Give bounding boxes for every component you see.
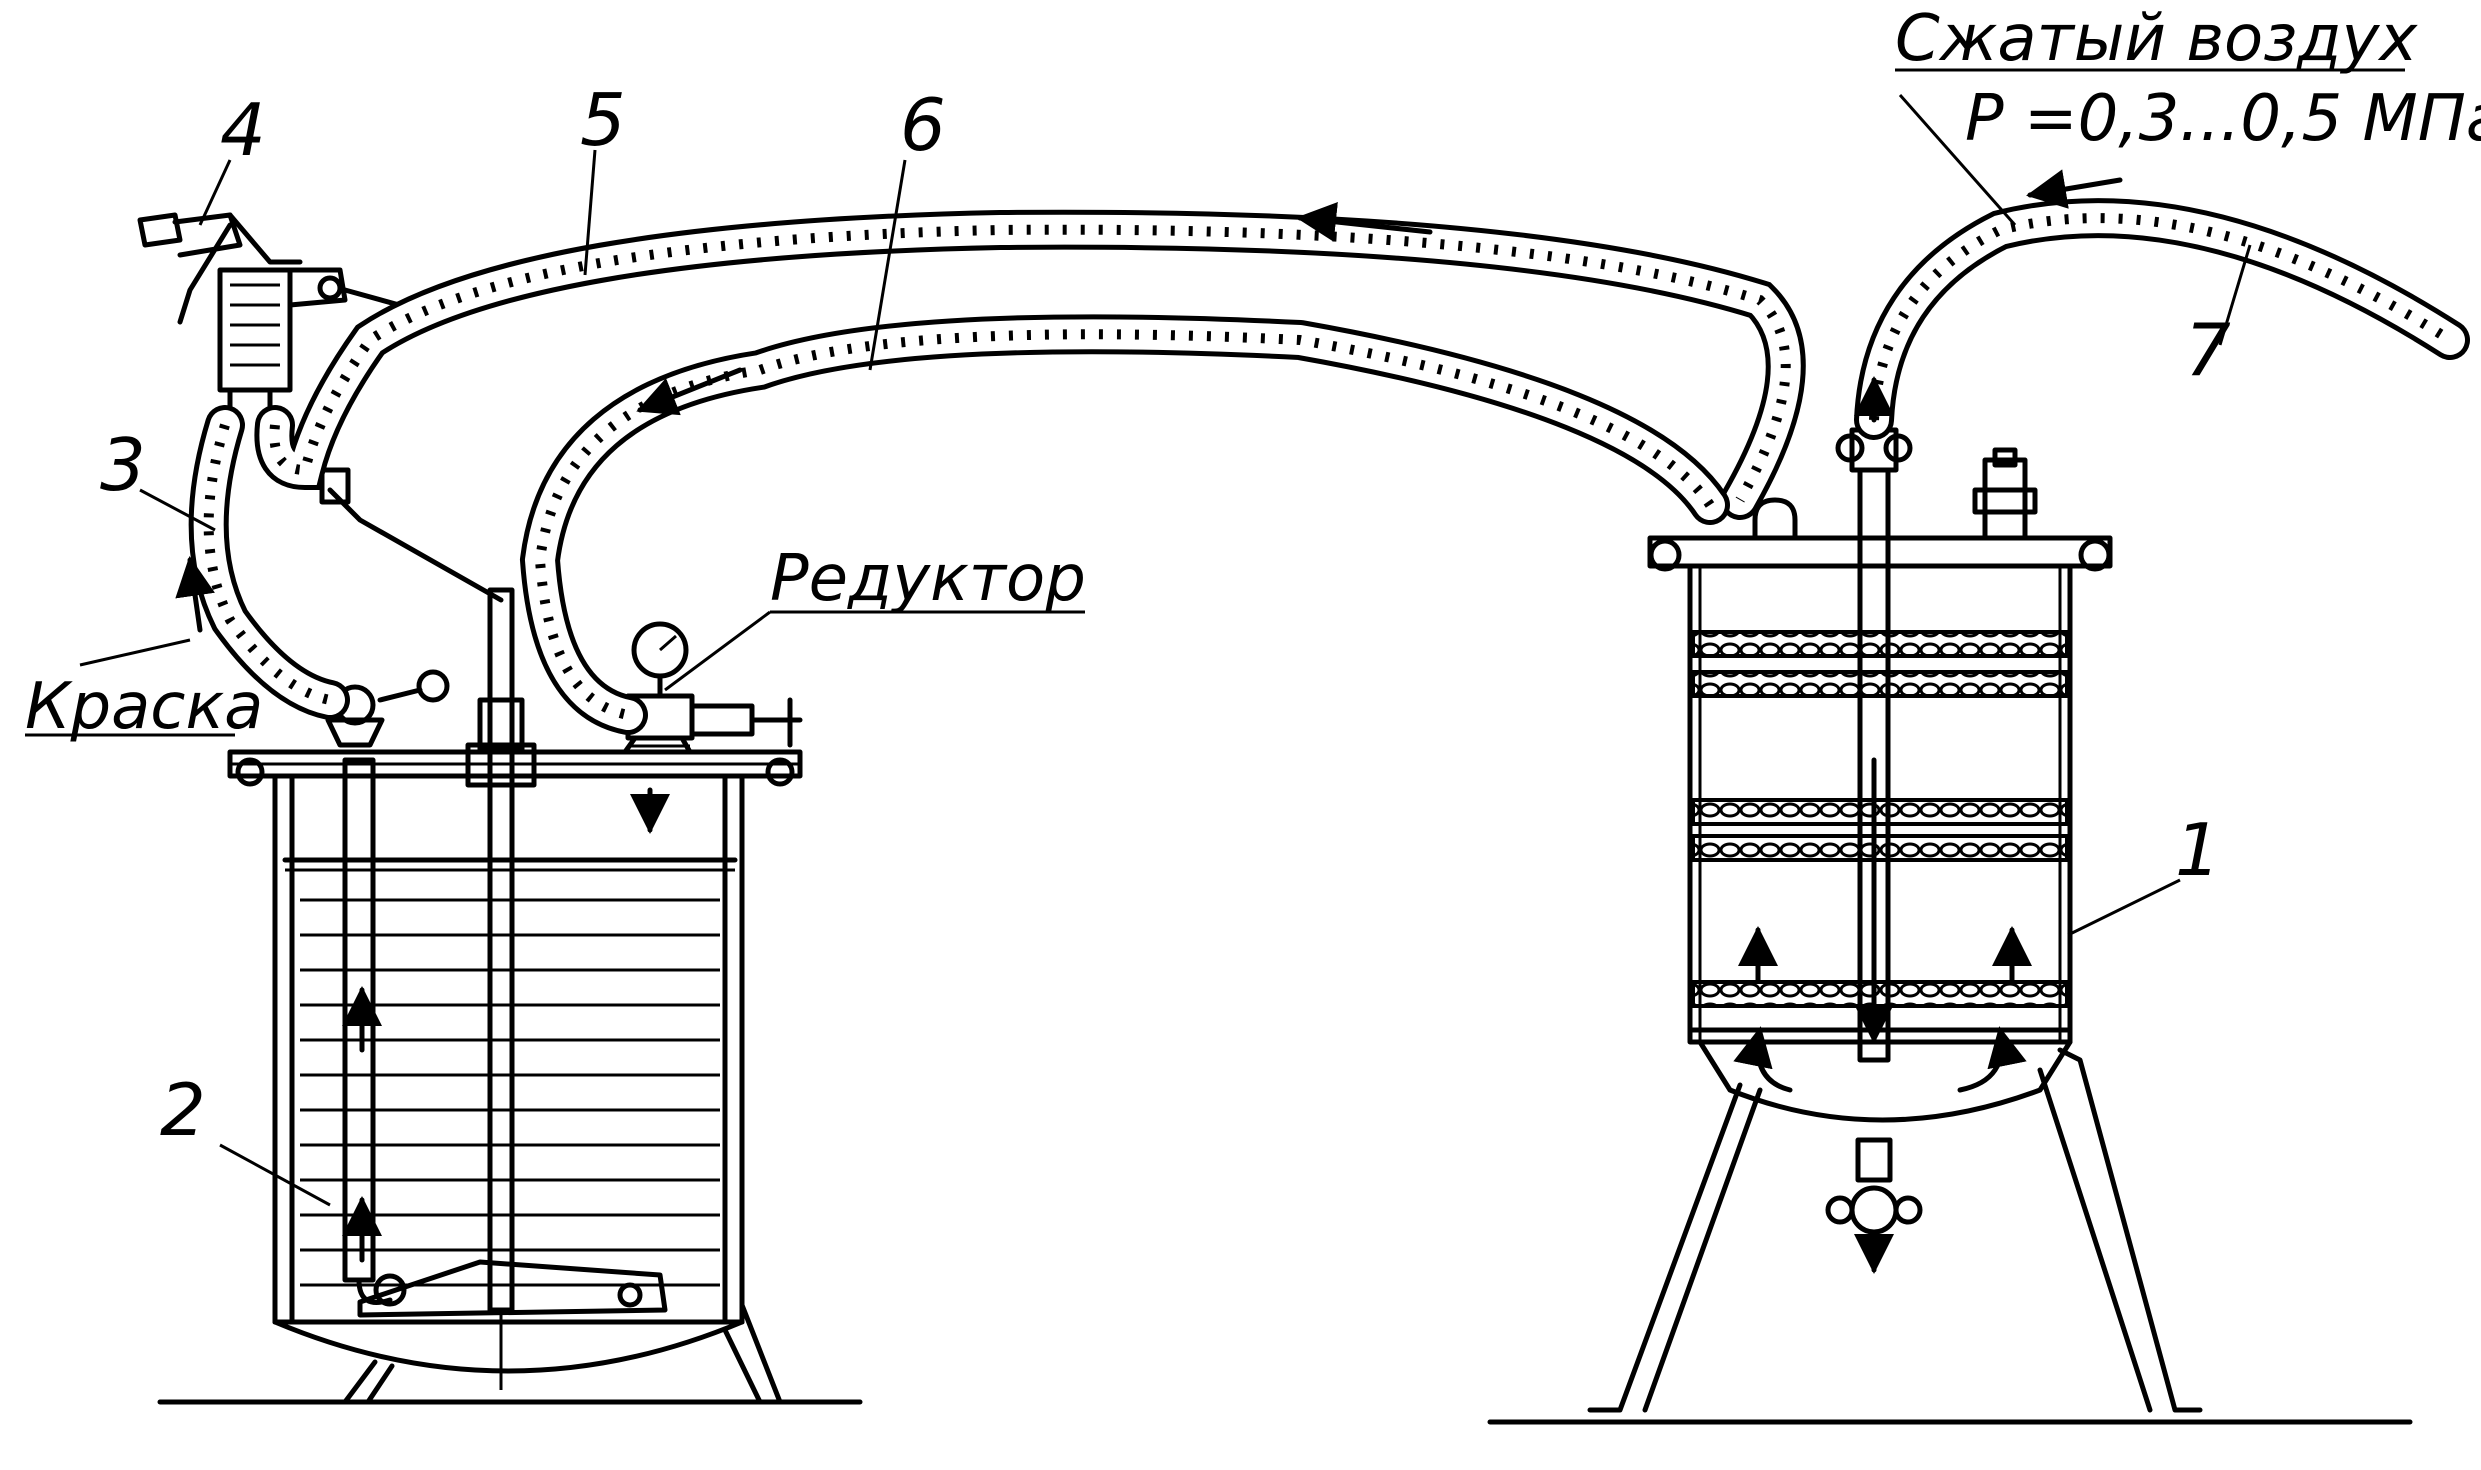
label-1: 1 xyxy=(2175,808,2221,892)
text-labels: 1 2 3 4 5 6 7 Краска Редуктор Сжатый воз… xyxy=(25,2,2481,1152)
air-separator xyxy=(1587,427,2203,1413)
hose-7-compressed-air-inlet xyxy=(1854,198,2470,440)
label-6: 6 xyxy=(900,83,946,167)
label-3: 3 xyxy=(100,423,146,507)
label-7: 7 xyxy=(2185,308,2231,392)
label-reducer: Редуктор xyxy=(770,542,1086,616)
hose-6-air-to-tank xyxy=(519,314,1730,735)
label-air-pressure: P =0,3...0,5 МПа xyxy=(1965,82,2481,156)
hose-5-air-to-gun xyxy=(254,209,1806,520)
label-2: 2 xyxy=(160,1068,206,1152)
label-5: 5 xyxy=(580,78,626,162)
hose-3-paint-to-gun xyxy=(188,405,350,720)
flow-arrows xyxy=(175,169,2123,633)
leader-lines xyxy=(25,68,2405,1207)
label-4: 4 xyxy=(220,88,266,172)
ground-lines xyxy=(157,1399,2413,1425)
paint-tank xyxy=(227,467,803,1405)
pressure-reducer xyxy=(622,621,803,755)
label-compressed-air: Сжатый воздух xyxy=(1895,2,2418,76)
label-paint: Краска xyxy=(25,670,263,744)
